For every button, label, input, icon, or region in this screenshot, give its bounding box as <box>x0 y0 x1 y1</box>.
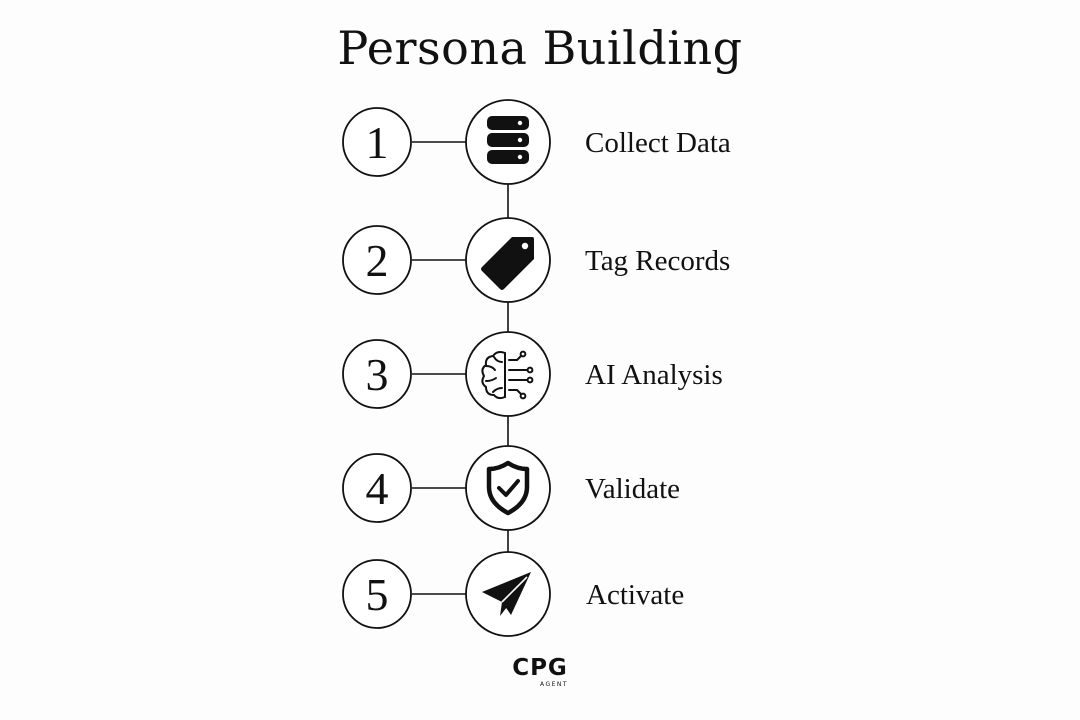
number-circle-1 <box>342 107 412 177</box>
step-2: 2 Tag Records <box>342 217 730 303</box>
step-1: 1 Collect Data <box>342 99 731 185</box>
step-number-2: 2 <box>366 235 389 286</box>
icon-circle-4 <box>465 445 551 531</box>
number-circle-3 <box>342 339 412 409</box>
brain-circuit-icon <box>481 350 534 400</box>
cpg-agent-logo: CPG AGENT <box>490 655 590 689</box>
step-label-2: Tag Records <box>585 245 730 277</box>
logo-sub-text: AGENT <box>539 681 569 688</box>
step-4: 4 Validate <box>342 445 680 531</box>
step-number-4: 4 <box>366 463 389 514</box>
step-label-5: Activate <box>586 579 684 611</box>
number-circle-2 <box>342 225 412 295</box>
database-icon <box>487 116 529 164</box>
logo-main-text: CPG <box>512 655 568 681</box>
tag-icon <box>481 237 534 290</box>
shield-check-icon <box>486 460 530 516</box>
step-3: 3 AI Analysis <box>342 331 723 417</box>
icon-circle-3 <box>465 331 551 417</box>
number-circle-5 <box>342 559 412 629</box>
step-label-1: Collect Data <box>585 127 731 159</box>
step-number-3: 3 <box>366 349 389 400</box>
step-label-3: AI Analysis <box>585 359 723 391</box>
step-5: 5 Activate <box>342 551 684 637</box>
step-number-5: 5 <box>366 569 389 620</box>
page-title: Persona Building <box>337 21 743 75</box>
paper-plane-icon <box>482 572 531 616</box>
number-circle-4 <box>342 453 412 523</box>
step-label-4: Validate <box>585 473 680 505</box>
step-number-1: 1 <box>366 117 389 168</box>
